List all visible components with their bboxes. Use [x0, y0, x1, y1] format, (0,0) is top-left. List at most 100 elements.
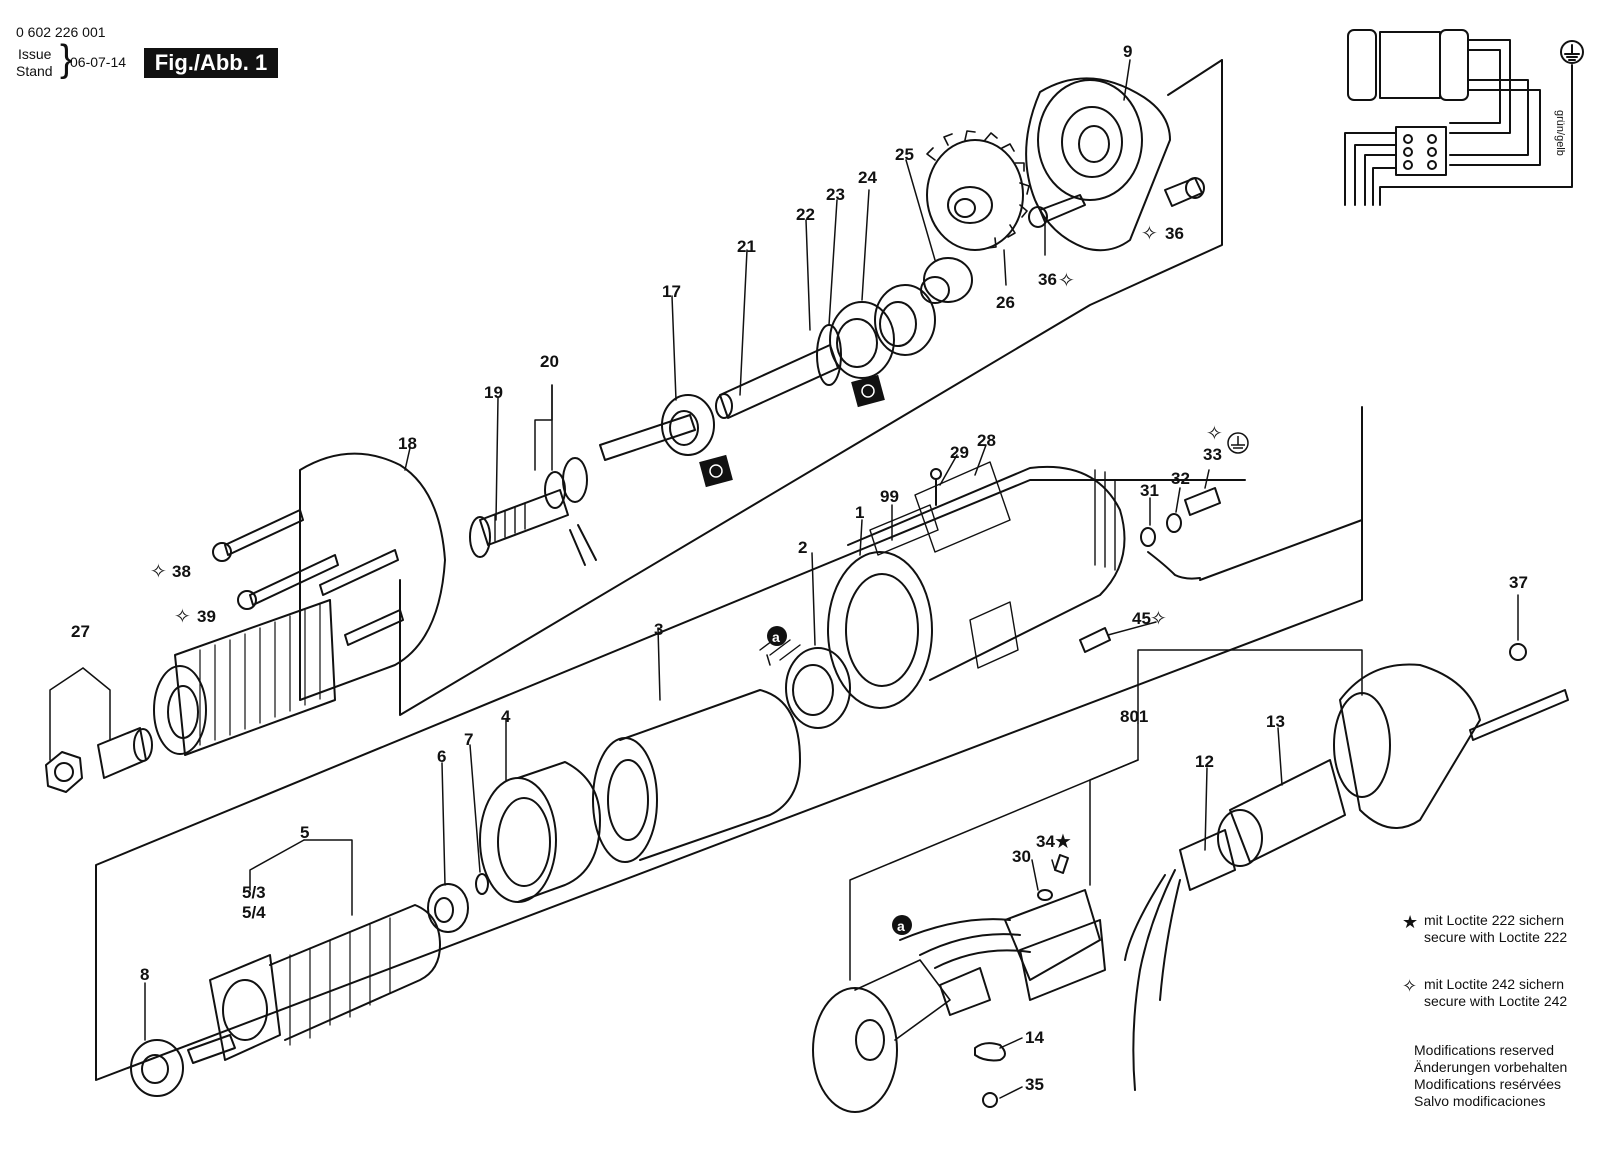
- modifications-line: Salvo modificaciones: [1414, 1093, 1546, 1109]
- callout-5-3: 5/3: [242, 883, 266, 902]
- callout-5: 5: [300, 823, 309, 842]
- callout-13: 13: [1266, 712, 1285, 731]
- callout-24: 24: [858, 168, 877, 187]
- earth-icon: [1227, 432, 1249, 454]
- callout-37: 37: [1509, 573, 1528, 592]
- part-4-sleeve: [479, 761, 601, 903]
- issue-date: 06-07-14: [70, 54, 127, 70]
- four-point-star-icon: ✧: [1402, 976, 1418, 996]
- callout-1: 1: [855, 503, 864, 522]
- part-20-washers: [544, 457, 597, 566]
- part-29-screw: [930, 468, 942, 506]
- part-27-collet-nut: [45, 727, 153, 793]
- callout-7: 7: [464, 730, 473, 749]
- part-38-39-screws: [212, 509, 404, 646]
- part-17-bearing: [661, 394, 715, 456]
- callout-36-right: 36: [1165, 224, 1184, 243]
- part-37-end-cap: [1333, 643, 1569, 829]
- callout-99: 99: [880, 487, 899, 506]
- part-6-7-bearing-ring: [427, 873, 489, 933]
- legend-222-line1: mit Loctite 222 sichern: [1424, 912, 1565, 928]
- callout-a-bottom-letter: a: [897, 918, 905, 934]
- part-1-motor-housing: [827, 461, 1126, 709]
- callout-4: 4: [501, 707, 511, 726]
- figure-badge: Fig./Abb. 1: [144, 48, 278, 78]
- part-5-armature: [187, 904, 441, 1064]
- callout-18: 18: [398, 434, 417, 453]
- bearing-symbols: [699, 374, 885, 488]
- legend-loctite-242: ✧ mit Loctite 242 sichern secure with Lo…: [1402, 976, 1568, 1010]
- callout-31: 31: [1140, 481, 1159, 500]
- callout-5-4: 5/4: [242, 903, 266, 922]
- callout-35: 35: [1025, 1075, 1044, 1094]
- callout-12: 12: [1195, 752, 1214, 771]
- callout-29: 29: [950, 443, 969, 462]
- callout-26: 26: [996, 293, 1015, 312]
- part-14-35-clamp-screw: [974, 1042, 1006, 1108]
- callout-21: 21: [737, 237, 756, 256]
- loctite-242-icon: ✧: [1206, 421, 1223, 445]
- callout-32: 32: [1171, 469, 1190, 488]
- callout-labels: 9 25 24 23 22 21 17 20 19 18 26 36 36 29…: [71, 42, 1528, 1094]
- callout-9: 9: [1123, 42, 1132, 61]
- callout-3: 3: [654, 620, 663, 639]
- callout-45: 45: [1132, 609, 1151, 628]
- loctite-222-icon: ★: [1054, 829, 1072, 853]
- part-8-bearing: [130, 1039, 184, 1097]
- callout-39: 39: [197, 607, 216, 626]
- callout-36-left: 36: [1038, 270, 1057, 289]
- star-icon: ★: [1402, 912, 1419, 932]
- part-36-screws: [1028, 177, 1205, 228]
- callout-38: 38: [172, 562, 191, 581]
- brace: }: [60, 38, 73, 80]
- callout-8: 8: [140, 965, 149, 984]
- part-19-spindle: [469, 489, 569, 558]
- part-31-32-33-earth-parts: [1140, 487, 1221, 580]
- stand-label: Stand: [16, 63, 53, 79]
- modifications-line: Modifications reserved: [1414, 1042, 1555, 1058]
- callout-25: 25: [895, 145, 914, 164]
- callout-17: 17: [662, 282, 681, 301]
- part-18-gear-housing: [153, 452, 446, 756]
- loctite-242-icon: ✧: [150, 559, 167, 583]
- modifications-line: Änderungen vorbehalten: [1414, 1059, 1568, 1075]
- callout-28: 28: [977, 431, 996, 450]
- callout-30: 30: [1012, 847, 1031, 866]
- part-801-terminal-block: [812, 889, 1106, 1113]
- callout-6: 6: [437, 747, 446, 766]
- callout-a-top-letter: a: [772, 629, 780, 645]
- part-25-26-gears: [920, 130, 1030, 304]
- callout-22: 22: [796, 205, 815, 224]
- leader-lines: [49, 59, 1519, 1099]
- legend-loctite-222: ★ mit Loctite 222 sichern secure with Lo…: [1402, 912, 1568, 946]
- part-30-34-screws: [1037, 854, 1069, 901]
- legend-242-line2: secure with Loctite 242: [1424, 993, 1568, 1009]
- callout-27: 27: [71, 622, 90, 641]
- part-9-gear-cover: [1025, 77, 1171, 252]
- callout-33: 33: [1203, 445, 1222, 464]
- group-lines: [95, 59, 1363, 1081]
- callout-a-marker-bottom: [892, 915, 912, 935]
- loctite-242-icon: ✧: [1150, 606, 1167, 630]
- loctite-242-icon: ✧: [1058, 268, 1075, 292]
- part-21-spindle: [599, 344, 839, 461]
- loctite-242-icon: ✧: [1141, 221, 1158, 245]
- callout-20: 20: [540, 352, 559, 371]
- callout-23: 23: [826, 185, 845, 204]
- part-2-ring: [785, 647, 851, 729]
- earth-wire-label: grün/gelb: [1554, 110, 1566, 156]
- modifications-line: Modifications resérvées: [1414, 1076, 1562, 1092]
- callout-34: 34: [1036, 832, 1055, 851]
- callout-14: 14: [1025, 1028, 1044, 1047]
- part-12-13-cable: [1124, 759, 1346, 1091]
- wiring-schematic: [1344, 29, 1584, 206]
- legend-242-line1: mit Loctite 242 sichern: [1424, 976, 1565, 992]
- legend-222-line2: secure with Loctite 222: [1424, 929, 1568, 945]
- loctite-242-icon: ✧: [174, 604, 191, 628]
- callout-19: 19: [484, 383, 503, 402]
- modifications-notice: Modifications reserved Änderungen vorbeh…: [1414, 1042, 1567, 1110]
- callout-a-marker-top: [767, 626, 787, 646]
- part-number: 0 602 226 001: [16, 24, 106, 40]
- loctite-242-markers: ✧ ✧ ✧ ✧ ✧ ✧ ★: [150, 221, 1223, 853]
